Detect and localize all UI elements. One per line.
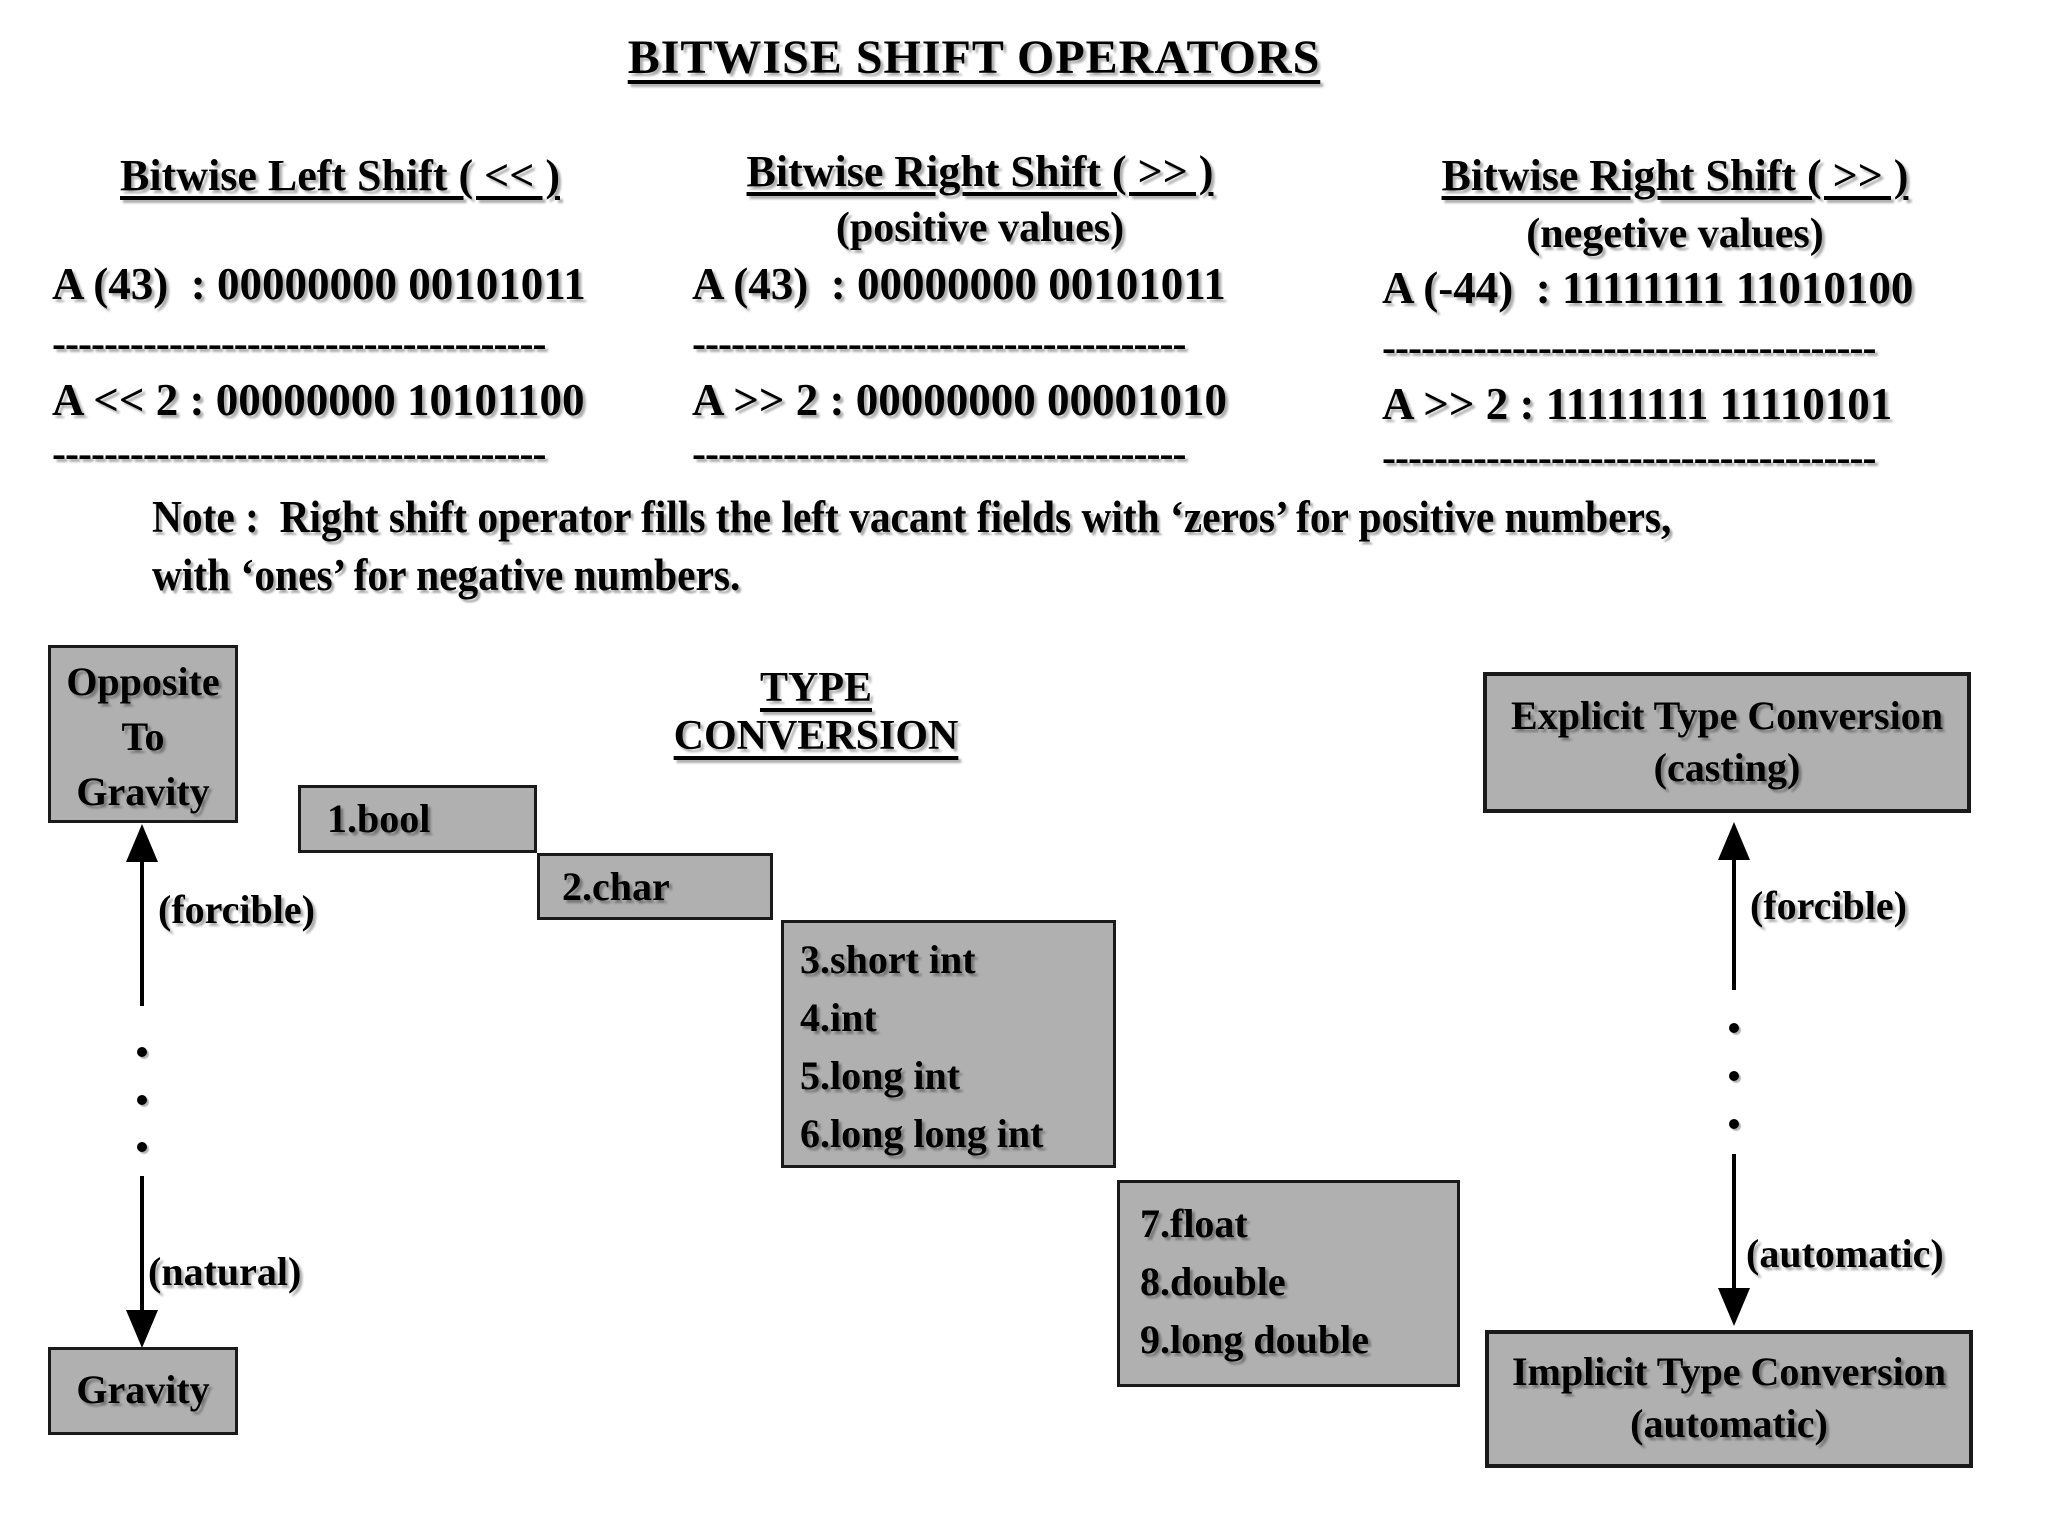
- ladder-item: 7.float: [1140, 1201, 1248, 1246]
- binary-row-after: A << 2 : 00000000 10101100: [52, 375, 585, 425]
- box-line: Explicit Type Conversion: [1511, 693, 1943, 738]
- ellipsis-dot: [137, 1142, 147, 1152]
- down-arrow-line: [1732, 1154, 1736, 1290]
- ladder-item: 3.short int: [800, 937, 976, 982]
- binary-row-after: A >> 2 : 11111111 11110101: [1382, 379, 1893, 429]
- ladder-box-int-types: 3.short int 4.int 5.long int 6.long long…: [781, 920, 1116, 1168]
- automatic-label: (automatic): [1746, 1231, 1944, 1276]
- binary-row-before: A (43) : 00000000 00101011: [692, 259, 1226, 309]
- column-subheading: (negetive values): [1526, 211, 1824, 257]
- dash-separator: --------------------------------------: [692, 321, 1186, 367]
- box-line: Opposite: [66, 659, 220, 704]
- explicit-conversion-box: Explicit Type Conversion (casting): [1483, 672, 1971, 813]
- type-conversion-title: TYPE CONVERSION: [673, 665, 959, 759]
- ellipsis-dot: [1729, 1071, 1739, 1081]
- box-line: Gravity: [76, 769, 210, 814]
- box-line: (automatic): [1630, 1401, 1828, 1446]
- ladder-box-char: 2.char: [537, 853, 773, 920]
- implicit-conversion-box: Implicit Type Conversion (automatic): [1485, 1330, 1973, 1468]
- down-arrow-line: [140, 1176, 144, 1312]
- up-arrow-line: [140, 858, 144, 1006]
- ladder-item: 1.bool: [327, 796, 431, 841]
- ladder-box-bool: 1.bool: [298, 785, 537, 853]
- natural-label: (natural): [148, 1249, 302, 1294]
- binary-row-before: A (43) : 00000000 00101011: [52, 259, 586, 309]
- column-subheading: (positive values): [835, 205, 1125, 251]
- ladder-box-float-types: 7.float 8.double 9.long double: [1117, 1180, 1460, 1387]
- dash-separator: --------------------------------------: [1382, 435, 1876, 481]
- ladder-item: 9.long double: [1140, 1317, 1369, 1362]
- ladder-item: 2.char: [562, 864, 670, 909]
- down-arrowhead: [1718, 1288, 1750, 1326]
- column-heading: Bitwise Right Shift ( >> ): [746, 147, 1214, 196]
- up-arrowhead: [1718, 822, 1750, 860]
- ellipsis-dot: [1729, 1023, 1739, 1033]
- ladder-item: 5.long int: [800, 1053, 961, 1098]
- dash-separator: --------------------------------------: [692, 431, 1186, 477]
- forcible-label-left: (forcible): [158, 887, 315, 932]
- note-line-1: Note : Right shift operator fills the le…: [152, 492, 1672, 542]
- note-line-2: with ‘ones’ for negative numbers.: [152, 550, 741, 600]
- column-heading: Bitwise Left Shift ( << ): [120, 151, 560, 200]
- gravity-box: Gravity: [48, 1347, 238, 1435]
- binary-row-before: A (-44) : 11111111 11010100: [1382, 263, 1914, 313]
- down-arrowhead: [126, 1310, 158, 1348]
- box-line: Gravity: [76, 1367, 210, 1412]
- ladder-item: 6.long long int: [800, 1111, 1044, 1156]
- forcible-label-right: (forcible): [1750, 883, 1907, 928]
- box-line: To: [121, 714, 165, 759]
- box-line: Implicit Type Conversion: [1511, 1349, 1947, 1394]
- page-title: BITWISE SHIFT OPERATORS: [627, 31, 1321, 84]
- dash-separator: --------------------------------------: [1382, 325, 1876, 371]
- binary-row-after: A >> 2 : 00000000 00001010: [692, 375, 1228, 425]
- opposite-to-gravity-box: Opposite To Gravity: [48, 645, 238, 823]
- dash-separator: --------------------------------------: [52, 431, 546, 477]
- up-arrow-line: [1732, 856, 1736, 990]
- column-heading: Bitwise Right Shift ( >> ): [1441, 151, 1909, 200]
- ellipsis-dot: [1729, 1119, 1739, 1129]
- ellipsis-dot: [137, 1095, 147, 1105]
- ladder-item: 8.double: [1140, 1259, 1286, 1304]
- dash-separator: --------------------------------------: [52, 321, 546, 367]
- up-arrowhead: [126, 824, 158, 862]
- ellipsis-dot: [137, 1047, 147, 1057]
- ladder-item: 4.int: [800, 995, 877, 1040]
- box-line: (casting): [1653, 745, 1801, 790]
